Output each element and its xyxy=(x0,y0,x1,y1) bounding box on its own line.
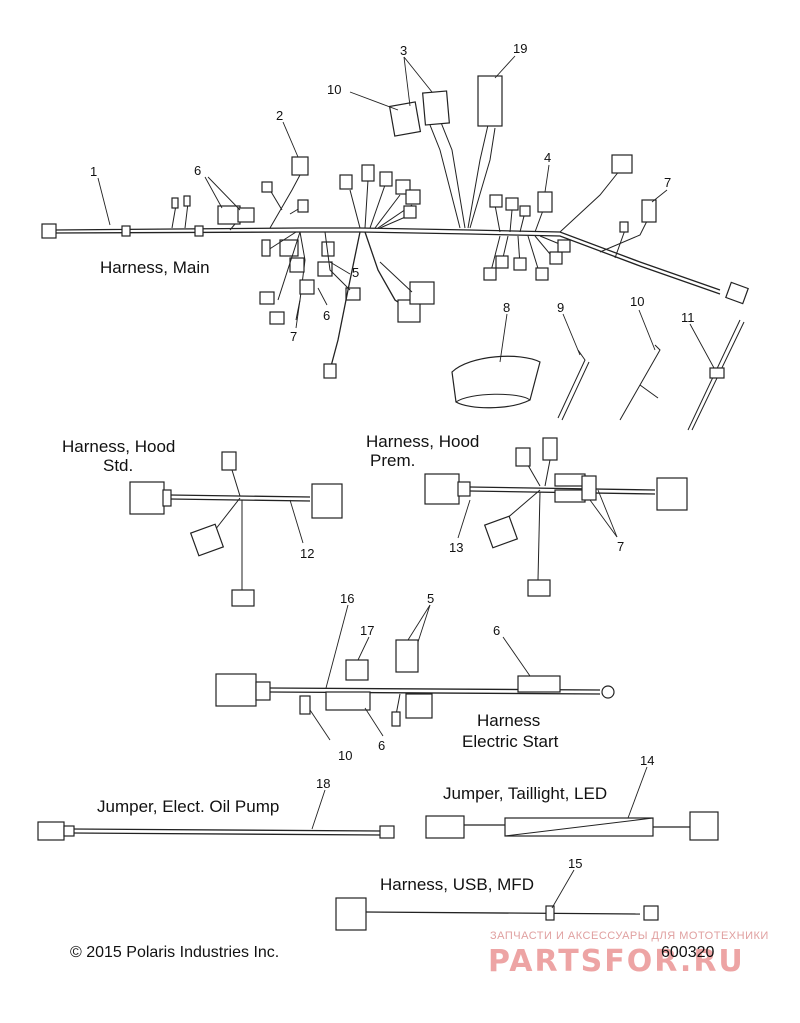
hood-std-harness-drawing xyxy=(129,451,343,607)
callout-7-main-right: 7 xyxy=(664,175,671,190)
label-oil-pump-jumper: Jumper, Elect. Oil Pump xyxy=(97,797,279,816)
callout-9: 9 xyxy=(557,300,564,315)
callout-17: 17 xyxy=(360,623,374,638)
label-hood-std-line1: Harness, Hood xyxy=(62,437,175,456)
callout-7-hood-prem: 7 xyxy=(617,539,624,554)
callout-10-loose: 10 xyxy=(630,294,644,309)
callout-7-main-left: 7 xyxy=(290,329,297,344)
label-hood-prem-line2: Prem. xyxy=(370,451,415,470)
text-labels: Harness, Main Harness, Hood Std. Harness… xyxy=(62,258,607,894)
watermark-logo: PARTSFOR.RU xyxy=(488,944,745,979)
diagram-part-number: 600320 xyxy=(661,944,715,961)
oil-pump-jumper-drawing xyxy=(37,821,395,841)
label-harness-main: Harness, Main xyxy=(100,258,210,277)
callout-8: 8 xyxy=(503,300,510,315)
electric-start-harness-drawing xyxy=(215,639,615,727)
label-electric-start-line2: Electric Start xyxy=(462,732,559,751)
taillight-jumper-drawing xyxy=(425,811,719,841)
main-harness-drawing xyxy=(41,75,749,379)
callout-13: 13 xyxy=(449,540,463,555)
callout-3: 3 xyxy=(400,43,407,58)
label-hood-std-line2: Std. xyxy=(103,456,133,475)
callout-6-elec-bottom: 6 xyxy=(378,738,385,753)
callout-6-main-bottom: 6 xyxy=(323,308,330,323)
callout-5-elec: 5 xyxy=(427,591,434,606)
callout-19: 19 xyxy=(513,41,527,56)
callout-14: 14 xyxy=(640,753,654,768)
callout-10-main: 10 xyxy=(327,82,341,97)
callout-4: 4 xyxy=(544,150,551,165)
leader-lines xyxy=(97,55,715,909)
callout-6-elec-right: 6 xyxy=(493,623,500,638)
callout-2: 2 xyxy=(276,108,283,123)
callout-15: 15 xyxy=(568,856,582,871)
watermark-tagline: ЗАПЧАСТИ И АКСЕССУАРЫ ДЛЯ МОТОТЕХНИКИ xyxy=(490,930,769,942)
callout-1: 1 xyxy=(90,164,97,179)
callout-16: 16 xyxy=(340,591,354,606)
callout-numbers: 1 2 3 4 5 5 6 6 6 6 7 7 7 8 9 10 10 10 1… xyxy=(90,41,695,871)
callout-11: 11 xyxy=(681,310,695,325)
callout-5-main: 5 xyxy=(352,265,359,280)
loose-parts-drawing xyxy=(451,319,745,431)
callout-18: 18 xyxy=(316,776,330,791)
callout-10-elec: 10 xyxy=(338,748,352,763)
label-usb-harness: Harness, USB, MFD xyxy=(380,875,534,894)
label-taillight-jumper: Jumper, Taillight, LED xyxy=(443,784,607,803)
callout-6-main-top: 6 xyxy=(194,163,201,178)
label-hood-prem-line1: Harness, Hood xyxy=(366,432,479,451)
usb-harness-drawing xyxy=(335,897,659,931)
label-electric-start-line1: Harness xyxy=(477,711,540,730)
callout-12: 12 xyxy=(300,546,314,561)
copyright-text: © 2015 Polaris Industries Inc. xyxy=(70,944,280,961)
hood-prem-harness-drawing xyxy=(424,437,688,597)
